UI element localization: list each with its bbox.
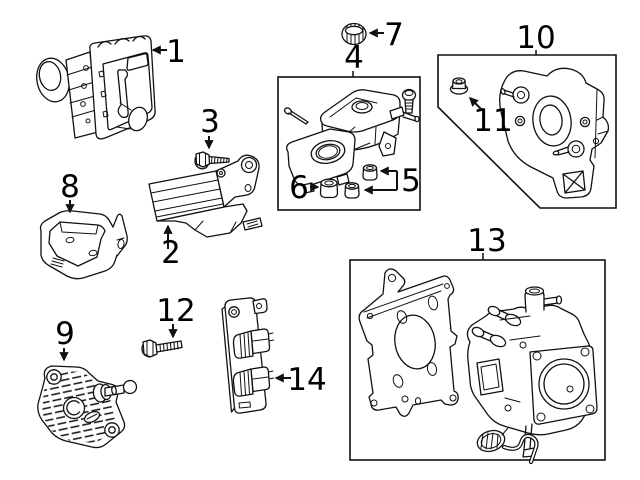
callout-10: 10 [516,20,555,56]
part-2-bracket-drawing [148,154,263,238]
part-4-group-box [277,76,421,211]
callout-9-label[interactable]: 9 [55,316,75,352]
part-10-plate-drawing [499,67,610,199]
part-10-group-box [437,54,617,209]
part-3-bolt-drawing [194,151,230,170]
callout-14: 14 [274,362,327,398]
callout-1: 1 [151,34,186,70]
callout-2-label[interactable]: 2 [161,235,181,271]
callout-13-label[interactable]: 13 [467,223,506,259]
part-1-abs-modulator-drawing [36,35,156,140]
callout-7: 7 [368,17,404,53]
callout-11-arrow [469,97,483,111]
callout-4-label[interactable]: 4 [344,40,364,76]
callout-3: 3 [200,104,220,150]
callout-12-label[interactable]: 12 [156,293,195,329]
callout-8: 8 [60,169,80,214]
callout-13: 13 [467,223,507,260]
callout-14-label[interactable]: 14 [287,362,326,398]
part-12-bolt-drawing [141,339,183,358]
part-13-actuator-drawing [466,286,598,465]
part-9-plate-drawing [37,365,138,449]
callout-8-label[interactable]: 8 [60,169,80,205]
callout-5-label[interactable]: 5 [401,163,421,199]
part-13-group-box [349,259,606,461]
callout-6: 6 [289,170,320,206]
callout-4: 4 [344,40,364,78]
callout-9: 9 [55,316,75,362]
part-4-reservoir-drawing [283,88,420,199]
callout-11: 11 [469,97,513,139]
callout-5: 5 [363,163,421,199]
callout-12: 12 [156,293,196,339]
part-11-nut-drawing [449,77,469,95]
part-14-bracket-drawing [221,297,274,414]
callout-3-label[interactable]: 3 [200,104,220,140]
part-13-bracket-plate-drawing [358,268,459,417]
callout-10-label[interactable]: 10 [516,20,555,56]
callout-7-label[interactable]: 7 [384,17,404,53]
callout-6-label[interactable]: 6 [289,170,309,206]
callout-1-label[interactable]: 1 [166,34,186,70]
part-7-cap-drawing [341,22,367,46]
part-8-cover-drawing [39,210,128,280]
callout-2: 2 [161,224,181,271]
callout-11-label[interactable]: 11 [473,103,512,139]
